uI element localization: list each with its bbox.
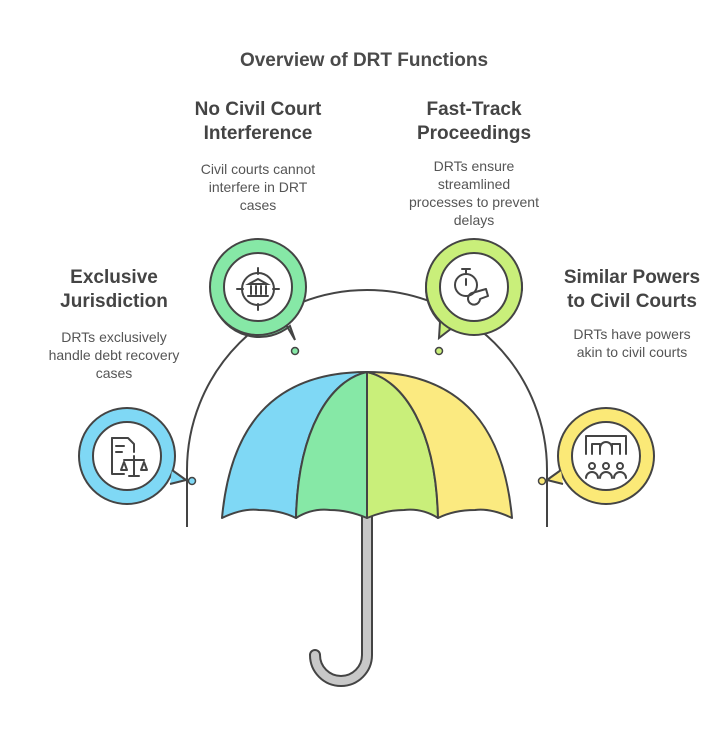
canopy-panel-2 [295,371,368,519]
canopy-panel-4 [366,371,513,519]
heading-similar-powers: Similar Powers to Civil Courts [563,267,701,312]
connector-dot-2 [290,346,300,356]
bubble-similar-powers [546,407,655,505]
bubble-fast-track [425,238,524,341]
desc-similar-powers: DRTs have powers akin to civil courts [573,326,691,360]
diagram-title: Overview of DRT Functions [239,50,489,71]
umbrella-canopy [221,371,513,519]
umbrella-handle [311,512,371,685]
connector-dot-1 [187,476,197,486]
document-scales-icon [111,437,148,477]
desc-fast-track: DRTs ensure streamlined processes to pre… [409,158,539,228]
bubble-no-civil-court [209,238,307,341]
heading-no-civil-court: No Civil Court Interference [194,99,322,144]
heading-exclusive-jurisdiction: Exclusive Jurisdiction [60,267,168,312]
desc-no-civil-court: Civil courts cannot interfere in DRT cas… [200,161,316,213]
courtroom-people-icon [585,435,627,479]
desc-exclusive-jurisdiction: DRTs exclusively handle debt recovery ca… [48,329,180,381]
connector-dot-4 [537,476,547,486]
stopwatch-whistle-icon [454,268,489,306]
heading-fast-track: Fast-Track Proceedings [416,99,532,144]
bubble-exclusive-jurisdiction [78,407,187,505]
courthouse-target-icon [236,267,280,311]
connector-dot-3 [434,346,444,356]
outer-arc [186,289,548,527]
